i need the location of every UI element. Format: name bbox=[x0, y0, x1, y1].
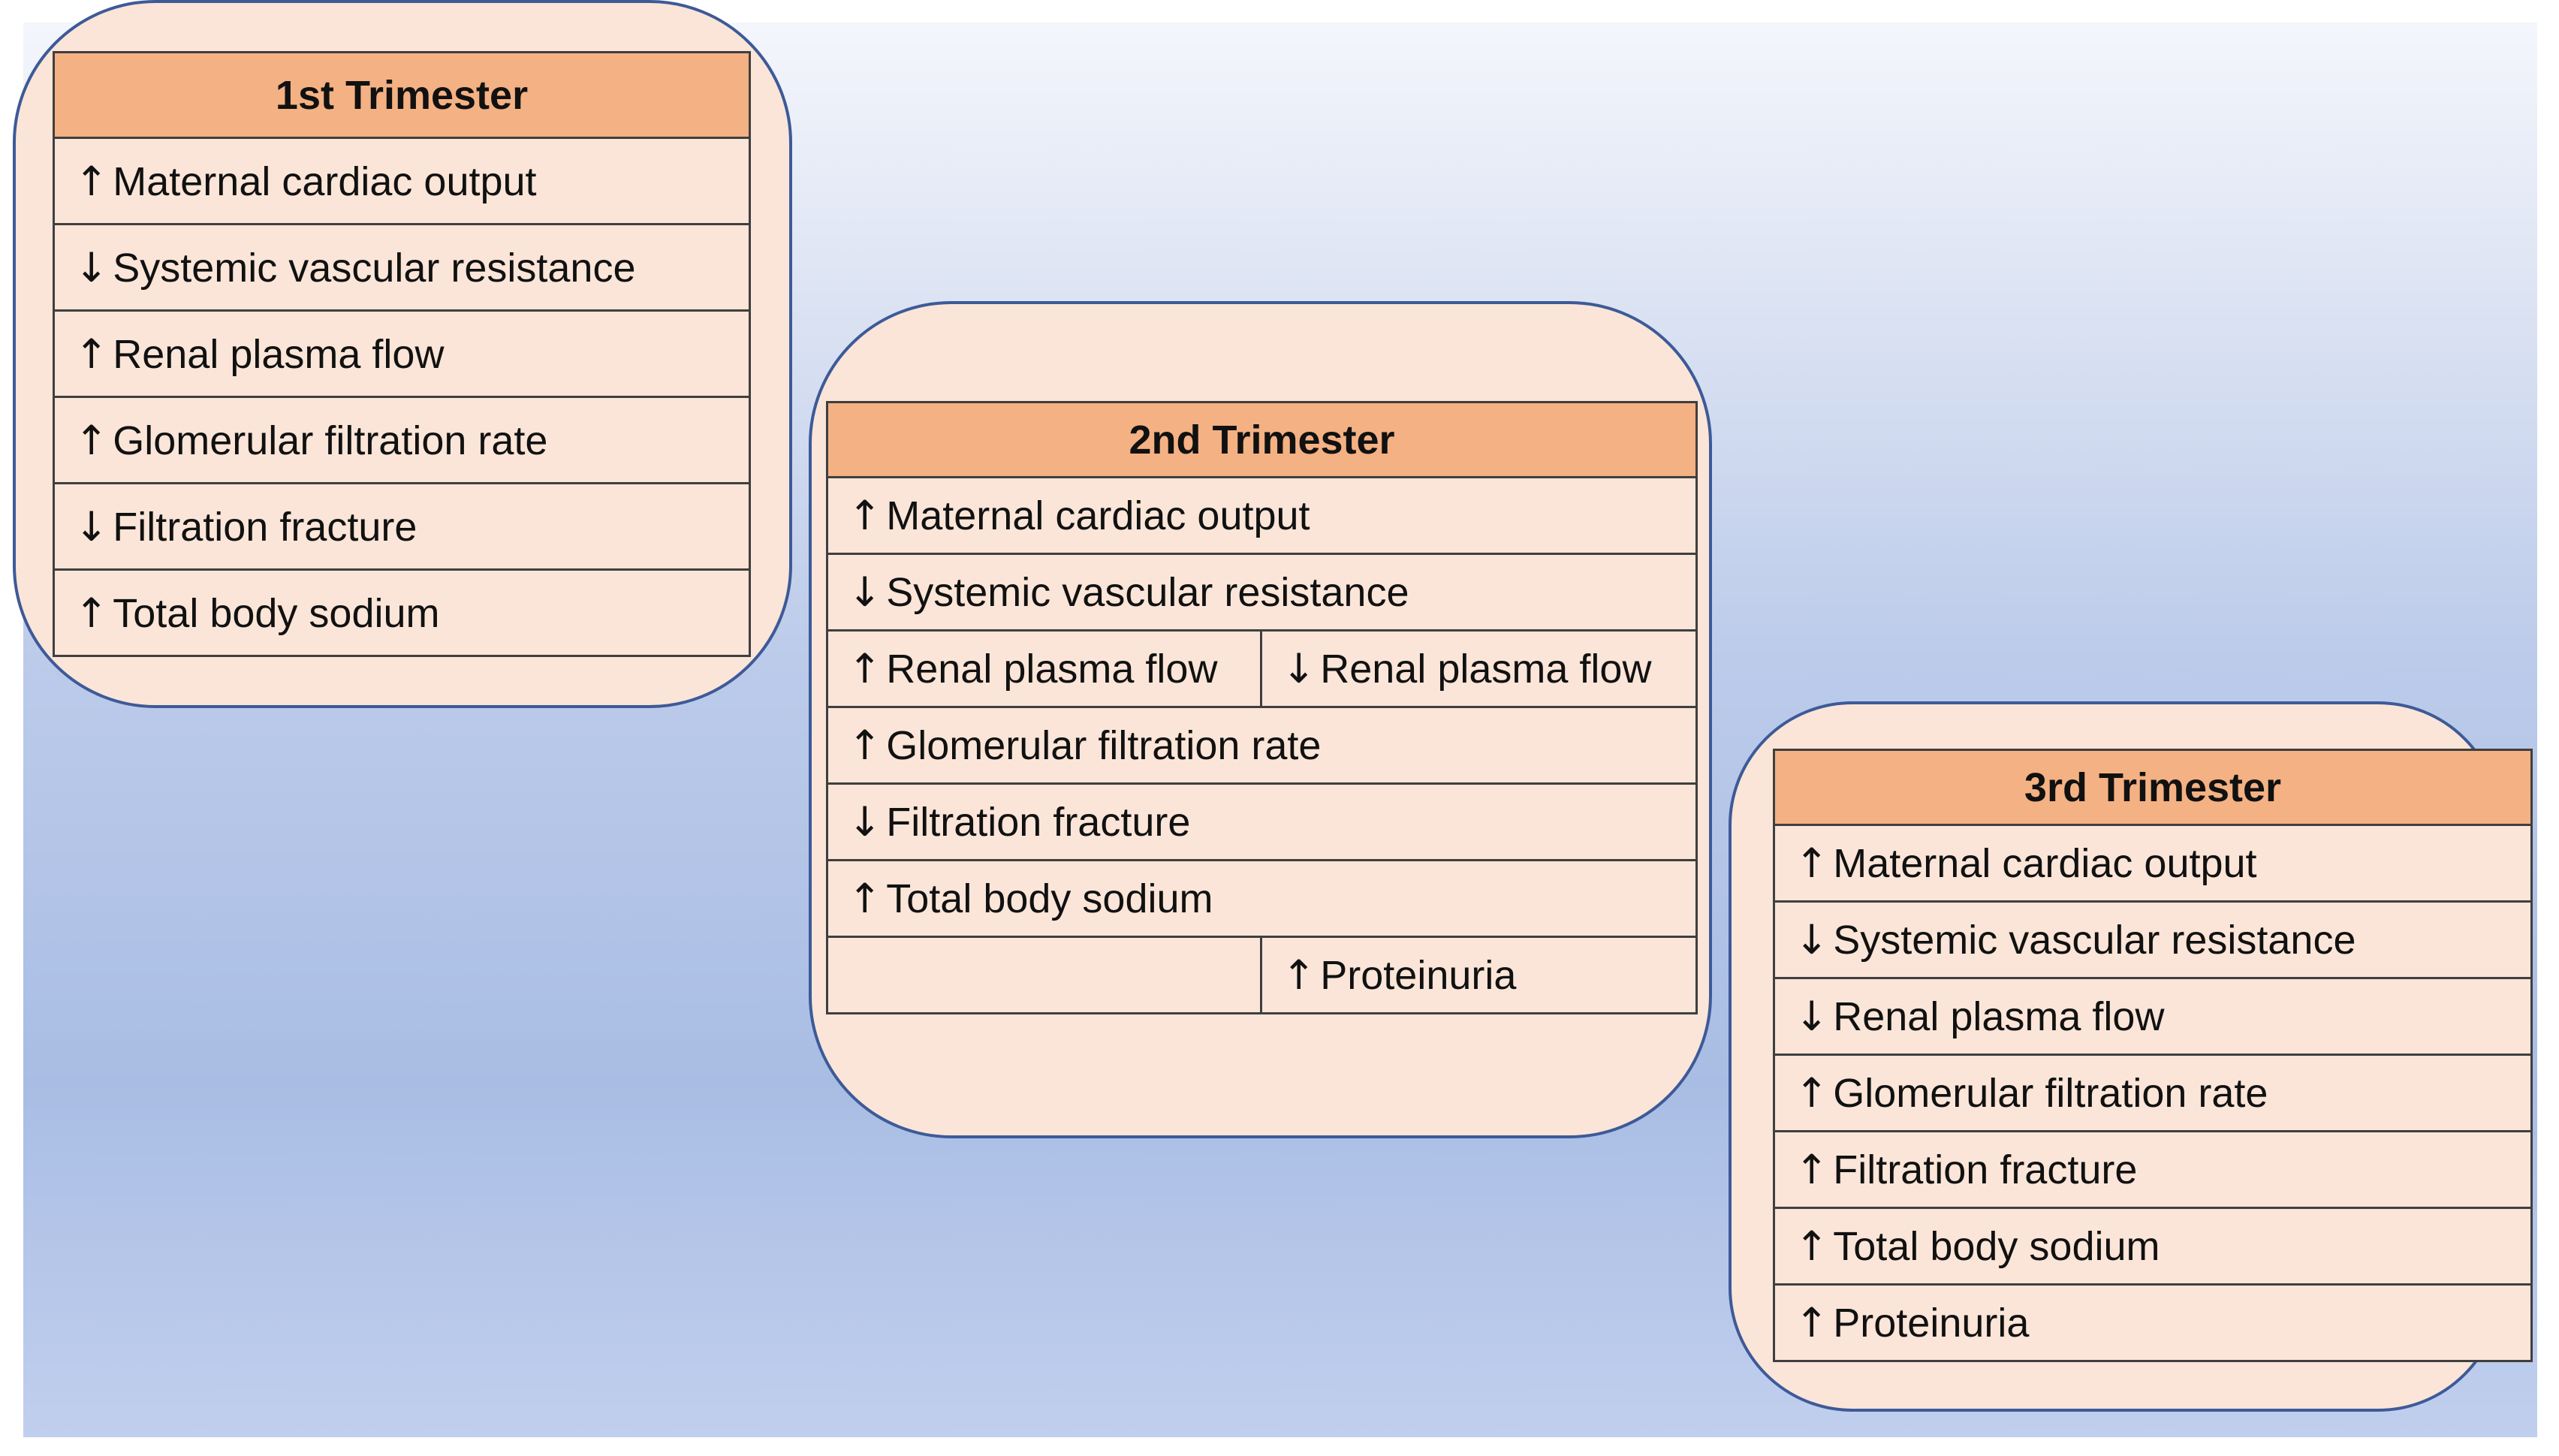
table-cell: ↑Total body sodium bbox=[825, 859, 1698, 938]
row-label: Systemic vascular resistance bbox=[886, 570, 1409, 615]
row-label: Maternal cardiac output bbox=[886, 493, 1310, 538]
row-label: Filtration fracture bbox=[886, 800, 1191, 845]
row-label: Renal plasma flow bbox=[1320, 647, 1652, 692]
table-row: ↓Renal plasma flow bbox=[1773, 977, 2533, 1056]
table-cell: ↑Maternal cardiac output bbox=[825, 476, 1698, 555]
table-cell: ↑Glomerular filtration rate bbox=[53, 396, 751, 484]
row-label: Filtration fracture bbox=[1833, 1147, 2138, 1192]
trend-arrow-icon: ↑ bbox=[74, 589, 109, 637]
table-row: ↑Proteinuria bbox=[826, 936, 1698, 1014]
trend-arrow-icon: ↑ bbox=[1282, 951, 1316, 999]
row-label: Total body sodium bbox=[886, 876, 1213, 921]
table-cell: ↑Glomerular filtration rate bbox=[825, 706, 1698, 785]
trend-arrow-icon: ↑ bbox=[848, 722, 882, 769]
trend-arrow-icon: ↑ bbox=[1795, 840, 1829, 887]
table-cell bbox=[826, 936, 1262, 1014]
row-label: Systemic vascular resistance bbox=[1833, 918, 2356, 963]
table-cell: ↑Maternal cardiac output bbox=[53, 137, 751, 225]
trend-arrow-icon: ↓ bbox=[1795, 993, 1829, 1040]
row-label: Renal plasma flow bbox=[1833, 994, 2165, 1039]
table-cell: ↑Total body sodium bbox=[1773, 1207, 2533, 1286]
trend-arrow-icon: ↑ bbox=[1795, 1299, 1829, 1346]
table-cell: ↑Total body sodium bbox=[53, 568, 751, 657]
row-label: Glomerular filtration rate bbox=[886, 723, 1322, 768]
trend-arrow-icon: ↓ bbox=[74, 502, 109, 550]
table-cell: ↑Proteinuria bbox=[1259, 936, 1698, 1014]
table-cell: ↑Maternal cardiac output bbox=[1773, 824, 2533, 903]
row-label: Filtration fracture bbox=[113, 504, 417, 550]
first-trimester-title: 1st Trimester bbox=[53, 51, 751, 139]
table-row: ↑Renal plasma flow ↓Renal plasma flow bbox=[826, 629, 1698, 708]
table-row: ↓Filtration fracture bbox=[825, 782, 1698, 861]
trend-arrow-icon: ↑ bbox=[848, 875, 882, 922]
table-row: ↓Systemic vascular resistance bbox=[1773, 900, 2533, 979]
row-label: Maternal cardiac output bbox=[113, 158, 537, 204]
trend-arrow-icon: ↓ bbox=[848, 798, 882, 846]
table-cell: ↓Filtration fracture bbox=[825, 782, 1698, 861]
third-trimester-table: 3rd Trimester ↑Maternal cardiac output ↓… bbox=[1773, 749, 2533, 1362]
trend-arrow-icon: ↑ bbox=[848, 492, 882, 539]
table-cell: ↓Filtration fracture bbox=[53, 482, 751, 571]
table-cell: ↓Systemic vascular resistance bbox=[825, 553, 1698, 632]
trend-arrow-icon: ↑ bbox=[1795, 1222, 1829, 1270]
row-label: Glomerular filtration rate bbox=[113, 418, 548, 463]
trend-arrow-icon: ↑ bbox=[1795, 1146, 1829, 1193]
table-row: ↑Total body sodium bbox=[53, 568, 751, 657]
table-row: ↑Maternal cardiac output bbox=[1773, 824, 2533, 903]
table-row: ↑Glomerular filtration rate bbox=[53, 396, 751, 484]
trend-arrow-icon: ↑ bbox=[74, 157, 109, 205]
table-row: ↑Maternal cardiac output bbox=[53, 137, 751, 225]
table-cell: ↓Renal plasma flow bbox=[1773, 977, 2533, 1056]
row-label: Systemic vascular resistance bbox=[113, 245, 636, 291]
row-label: Renal plasma flow bbox=[113, 331, 445, 377]
trend-arrow-icon: ↑ bbox=[74, 416, 109, 464]
row-label: Proteinuria bbox=[1320, 953, 1517, 998]
table-cell: ↓Systemic vascular resistance bbox=[1773, 900, 2533, 979]
table-row: ↓Systemic vascular resistance bbox=[825, 553, 1698, 632]
trend-arrow-icon: ↓ bbox=[1795, 916, 1829, 963]
table-row: ↓Systemic vascular resistance bbox=[53, 223, 751, 312]
table-row: ↑Filtration fracture bbox=[1773, 1130, 2533, 1209]
table-cell: ↑Filtration fracture bbox=[1773, 1130, 2533, 1209]
table-row: ↑Renal plasma flow bbox=[53, 309, 751, 398]
table-row: ↑Total body sodium bbox=[1773, 1207, 2533, 1286]
row-label: Renal plasma flow bbox=[886, 647, 1218, 692]
table-cell: ↓Systemic vascular resistance bbox=[53, 223, 751, 312]
table-cell: ↑Renal plasma flow bbox=[53, 309, 751, 398]
table-row: ↑Glomerular filtration rate bbox=[825, 706, 1698, 785]
table-row: ↓Filtration fracture bbox=[53, 482, 751, 571]
table-cell: ↑Glomerular filtration rate bbox=[1773, 1054, 2533, 1132]
row-label: Maternal cardiac output bbox=[1833, 841, 2257, 886]
trend-arrow-icon: ↓ bbox=[1282, 645, 1316, 692]
table-cell: ↑Renal plasma flow bbox=[826, 629, 1262, 708]
table-cell: ↓Renal plasma flow bbox=[1259, 629, 1698, 708]
row-label: Total body sodium bbox=[113, 590, 440, 636]
trend-arrow-icon: ↑ bbox=[74, 330, 109, 378]
table-cell: ↑Proteinuria bbox=[1773, 1283, 2533, 1362]
table-row: ↑Glomerular filtration rate bbox=[1773, 1054, 2533, 1132]
third-trimester-title: 3rd Trimester bbox=[1773, 749, 2533, 826]
row-label: Glomerular filtration rate bbox=[1833, 1071, 2268, 1116]
trend-arrow-icon: ↓ bbox=[848, 568, 882, 616]
table-row: ↑Proteinuria bbox=[1773, 1283, 2533, 1362]
table-row: ↑Total body sodium bbox=[825, 859, 1698, 938]
trend-arrow-icon: ↓ bbox=[74, 243, 109, 291]
second-trimester-title: 2nd Trimester bbox=[825, 401, 1698, 478]
row-label: Proteinuria bbox=[1833, 1301, 2030, 1346]
table-row: ↑Maternal cardiac output bbox=[825, 476, 1698, 555]
first-trimester-table: 1st Trimester ↑Maternal cardiac output ↓… bbox=[53, 51, 751, 657]
trend-arrow-icon: ↑ bbox=[848, 645, 882, 692]
row-label: Total body sodium bbox=[1833, 1224, 2160, 1269]
trend-arrow-icon: ↑ bbox=[1795, 1069, 1829, 1117]
second-trimester-table: 2nd Trimester ↑Maternal cardiac output ↓… bbox=[825, 401, 1698, 1014]
